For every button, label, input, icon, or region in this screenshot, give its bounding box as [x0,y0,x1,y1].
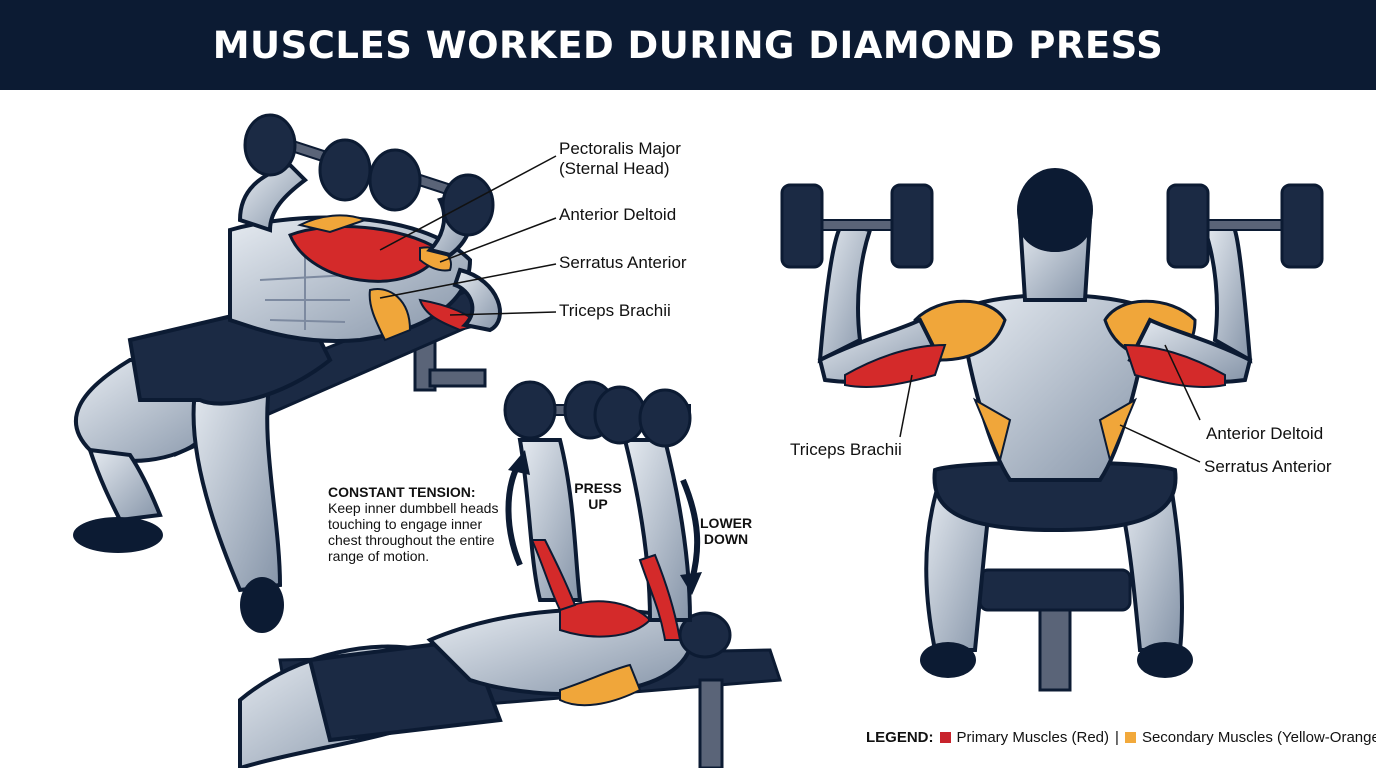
note-body: Keep inner dumbbell heads touching to en… [328,500,499,564]
label-anterior-deltoid-back: Anterior Deltoid [1206,424,1324,443]
legend-separator: | [1115,729,1119,746]
lower-down-label: LOWER DOWN [700,515,753,547]
dumbbell-icon [1166,183,1324,269]
illustration-canvas [73,113,1324,768]
label-anterior-deltoid: Anterior Deltoid [559,205,677,224]
press-up-label: PRESS UP [574,480,622,512]
label-triceps-brachii-back: Triceps Brachii [790,440,902,459]
leader-lines [899,344,1201,463]
label-triceps-brachii: Triceps Brachii [559,301,671,320]
dumbbell-icon [503,380,692,448]
seat [978,568,1132,612]
page-title: MUSCLES WORKED DURING DIAMOND PRESS [212,23,1164,67]
back-view-figure [780,168,1324,692]
head [1017,168,1093,252]
note-title: CONSTANT TENSION: [328,484,476,500]
label-line: (Sternal Head) [559,159,670,178]
leader-lines [379,155,557,316]
secondary-swatch-icon [1124,732,1136,743]
flat-press-figure [238,380,783,768]
dumbbell-icon [368,148,495,237]
label-serratus-anterior: Serratus Anterior [559,253,687,272]
dumbbell-icon [780,183,934,269]
legend-title: LEGEND: [866,729,934,746]
label-serratus-anterior-back: Serratus Anterior [1204,457,1332,476]
incline-press-figure [73,113,557,633]
lower-down-arrow-icon [680,478,702,595]
constant-tension-note: CONSTANT TENSION: Keep inner dumbbell he… [328,484,518,564]
legend: LEGEND: Primary Muscles (Red) | Secondar… [866,729,1376,746]
primary-swatch-icon [939,732,951,743]
label-line: Pectoralis Major [559,139,681,158]
legend-primary: Primary Muscles (Red) [956,729,1110,746]
title-banner: MUSCLES WORKED DURING DIAMOND PRESS [0,0,1376,90]
label-pectoralis-major: Pectoralis Major (Sternal Head) [559,139,681,179]
dumbbell-icon [243,113,372,202]
press-up-arrow-icon [505,450,530,567]
legend-secondary: Secondary Muscles (Yellow-Orange) [1141,729,1376,746]
